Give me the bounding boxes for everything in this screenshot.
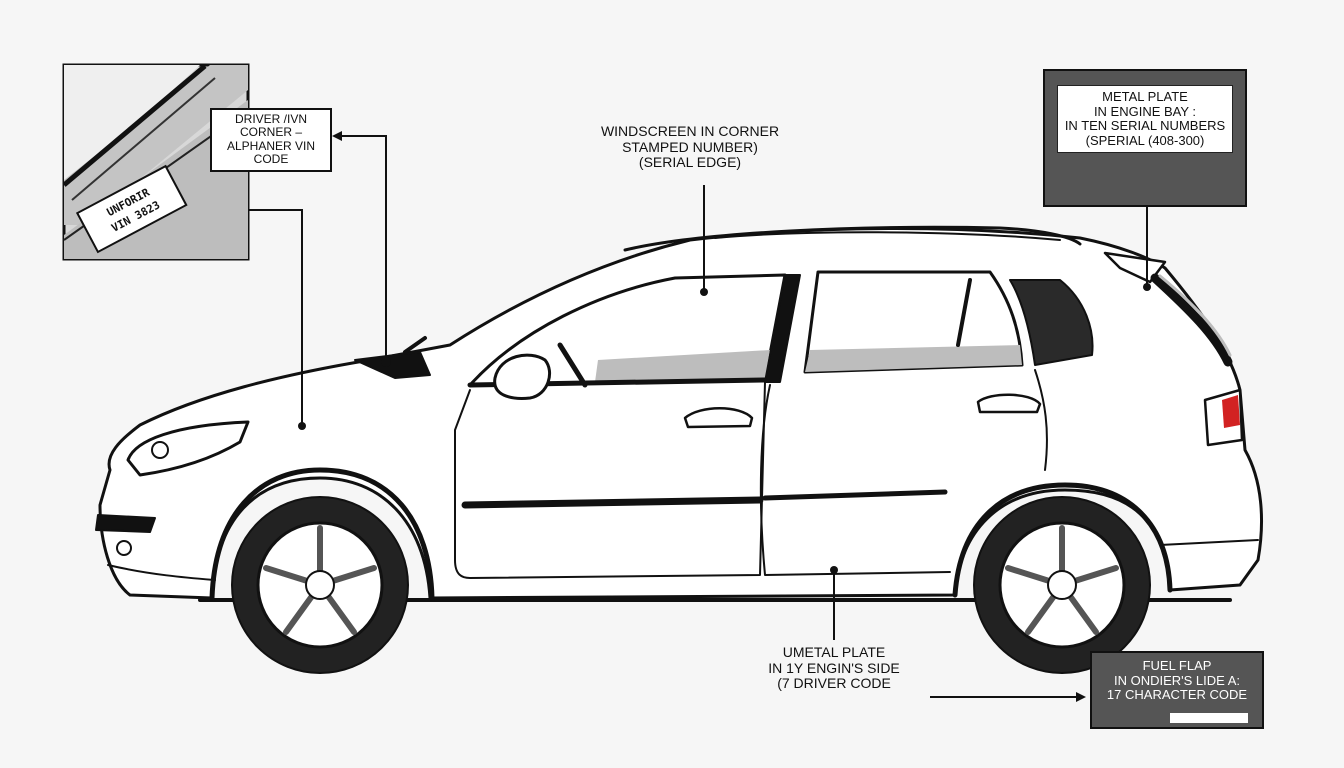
car-illustration	[95, 225, 1263, 674]
callout-engine-bay: METAL PLATE IN ENGINE BAY : IN TEN SERIA…	[1043, 69, 1247, 207]
callout-windscreen: WINDSCREEN IN CORNER STAMPED NUMBER) (SE…	[590, 123, 790, 171]
callout-engine-bay-line-1: METAL PLATE	[1102, 89, 1188, 104]
rear-wheel	[973, 496, 1151, 674]
callout-engine-bay-text: METAL PLATE IN ENGINE BAY : IN TEN SERIA…	[1057, 85, 1233, 154]
side-mirror	[493, 353, 551, 400]
callout-metal-plate-side-line-3: (7 DRIVER CODE	[777, 675, 891, 692]
rear-door-handle	[976, 393, 1042, 414]
callout-windscreen-line-1: WINDSCREEN IN CORNER	[600, 123, 780, 139]
callout-driver-vin-line-1: DRIVER /IVN	[234, 112, 307, 126]
windscreen-vin-inset: UNFORIR VIN 3823	[62, 63, 250, 261]
callout-windscreen-line-2: STAMPED NUMBER)	[622, 138, 758, 155]
callout-fuel-flap-line-2: IN ONDIER'S LIDE A:	[1113, 672, 1240, 688]
callout-windscreen-line-3: (SERIAL EDGE)	[638, 154, 742, 171]
callout-fuel-flap: FUEL FLAP IN ONDIER'S LIDE A: 17 CHARACT…	[1090, 651, 1264, 729]
callout-driver-vin-line-4: CODE	[253, 152, 289, 167]
callout-metal-plate-side: UMETAL PLATE IN 1Y ENGIN'S SIDE (7 DRIVE…	[754, 644, 914, 692]
callout-metal-plate-side-line-1: UMETAL PLATE	[782, 644, 886, 660]
callout-fuel-flap-line-1: FUEL FLAP	[1142, 658, 1212, 673]
callout-driver-vin-line-3: ALPHANER VIN	[226, 138, 316, 153]
leader-inset	[248, 209, 303, 426]
leader-lines	[248, 131, 1151, 702]
callout-driver-vin-line-2: CORNER –	[239, 125, 302, 140]
callout-engine-bay-line-3: IN TEN SERIAL NUMBERS	[1064, 118, 1226, 134]
leader-driver-vin	[336, 135, 387, 360]
callout-metal-plate-side-line-2: IN 1Y ENGIN'S SIDE	[768, 659, 900, 676]
headlight	[126, 420, 250, 477]
callout-engine-bay-line-4: (SPERIAL (408-300)	[1085, 132, 1205, 148]
callout-fuel-flap-line-3: 17 CHARACTER CODE	[1106, 687, 1248, 703]
quarter-window	[1009, 279, 1094, 366]
callout-driver-vin: DRIVER /IVN CORNER – ALPHANER VIN CODE	[210, 108, 332, 172]
fuel-flap-code-bar	[1170, 713, 1248, 723]
callout-engine-bay-line-2: IN ENGINE BAY :	[1093, 103, 1197, 119]
front-wheel	[231, 496, 409, 674]
front-door-handle	[683, 407, 754, 429]
